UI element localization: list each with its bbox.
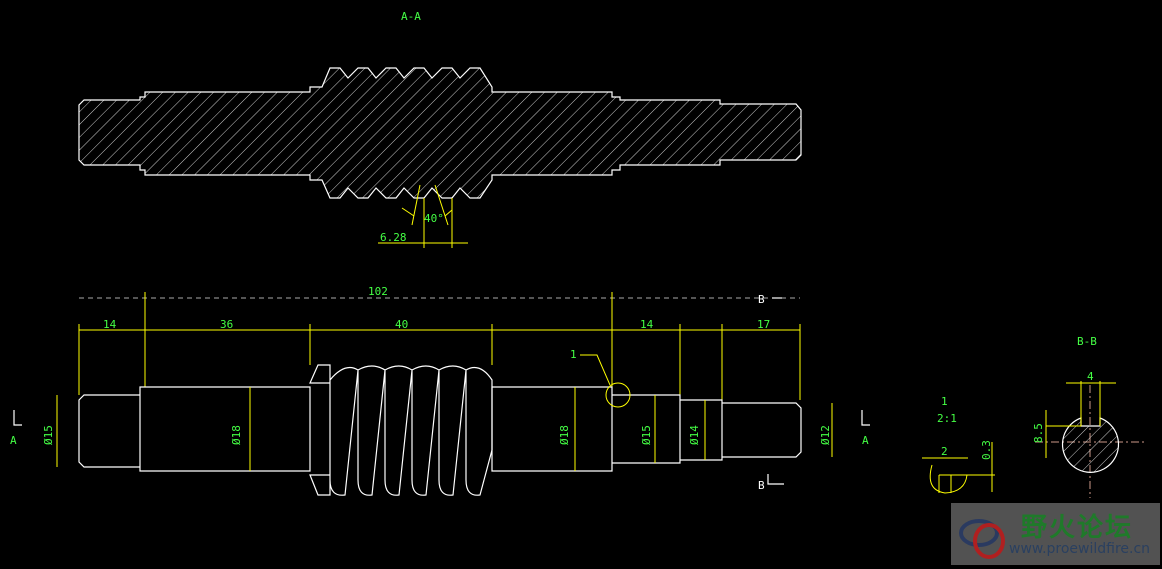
section-aa-title: A-A	[401, 10, 421, 23]
detail-scale: 2:1	[937, 412, 957, 425]
diameter-dim: Ø14	[688, 425, 701, 445]
angle-dimension: 40°	[424, 212, 444, 225]
section-aa-view: A-A 6.28 40°	[78, 10, 802, 248]
length-dim: 14	[640, 318, 654, 331]
section-mark: A	[862, 434, 869, 447]
diameter-dim: Ø18	[230, 425, 243, 445]
length-dim: 14	[103, 318, 117, 331]
section-mark: A	[10, 434, 17, 447]
worm-thread	[309, 364, 493, 496]
diameter-dim: Ø12	[819, 425, 832, 445]
watermark-url: www.proewildfire.cn	[1009, 541, 1151, 557]
detail-1-view: 1 2:1 2 0.3	[922, 395, 995, 494]
detail-title: 1	[941, 395, 948, 408]
section-mark: B	[758, 293, 765, 306]
section-bb-view: B-B 4 8.5	[1032, 335, 1146, 498]
length-dim: 36	[220, 318, 233, 331]
forum-logo-icon	[959, 519, 1005, 559]
key-depth-dim: 8.5	[1032, 423, 1045, 443]
width-dim: 2	[941, 445, 948, 458]
watermark: 野火论坛 www.proewildfire.cn	[951, 503, 1160, 565]
watermark-name: 野火论坛	[1021, 513, 1134, 543]
shaft-section	[78, 67, 802, 199]
detail-callout: 1	[570, 348, 577, 361]
length-dim: 17	[757, 318, 770, 331]
depth-dim: 0.3	[980, 440, 993, 460]
diameter-dim: Ø18	[558, 425, 571, 445]
key-width-dim: 4	[1087, 370, 1094, 383]
section-bb-title: B-B	[1077, 335, 1097, 348]
pitch-dimension: 6.28	[380, 231, 407, 244]
diameter-dim: Ø15	[640, 425, 653, 445]
diameter-dim: Ø15	[42, 425, 55, 445]
section-mark: B	[758, 479, 765, 492]
length-dim: 40	[395, 318, 408, 331]
detail-circle	[605, 382, 631, 408]
overall-length: 102	[368, 285, 388, 298]
main-view: 102 14 36 40 14 17 Ø15 Ø18 Ø18 Ø15 Ø14 Ø…	[10, 285, 870, 496]
shaft-outline	[78, 386, 802, 472]
